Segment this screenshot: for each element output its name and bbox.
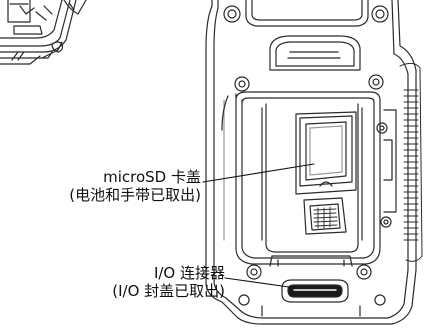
battery-contacts	[303, 197, 347, 235]
microsd-cover-label: microSD 卡盖	[103, 168, 201, 186]
grip-ribbing	[399, 62, 423, 262]
io-connector-callout: I/O 连接器 (I/O 封盖已取出)	[112, 264, 225, 300]
device-back-body	[205, 0, 423, 325]
io-connector	[269, 255, 353, 303]
microsd-leader-line	[202, 163, 315, 183]
io-leader-line	[224, 277, 297, 289]
microsd-cover-note: (电池和手带已取出)	[69, 186, 201, 204]
leader-lines	[202, 163, 315, 289]
upper-left-device-fragment	[0, 0, 87, 65]
io-connector-note: (I/O 封盖已取出)	[112, 282, 225, 300]
io-connector-label: I/O 连接器	[153, 264, 225, 282]
microsd-cover-callout: microSD 卡盖 (电池和手带已取出)	[69, 168, 201, 204]
microsd-cover	[295, 111, 357, 195]
